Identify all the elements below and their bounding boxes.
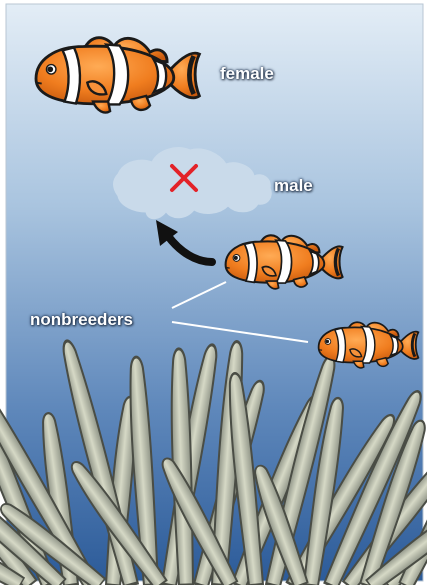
male-label: male (274, 176, 313, 196)
female-label: female (220, 64, 274, 84)
nonbreeders-label: nonbreeders (30, 310, 133, 330)
